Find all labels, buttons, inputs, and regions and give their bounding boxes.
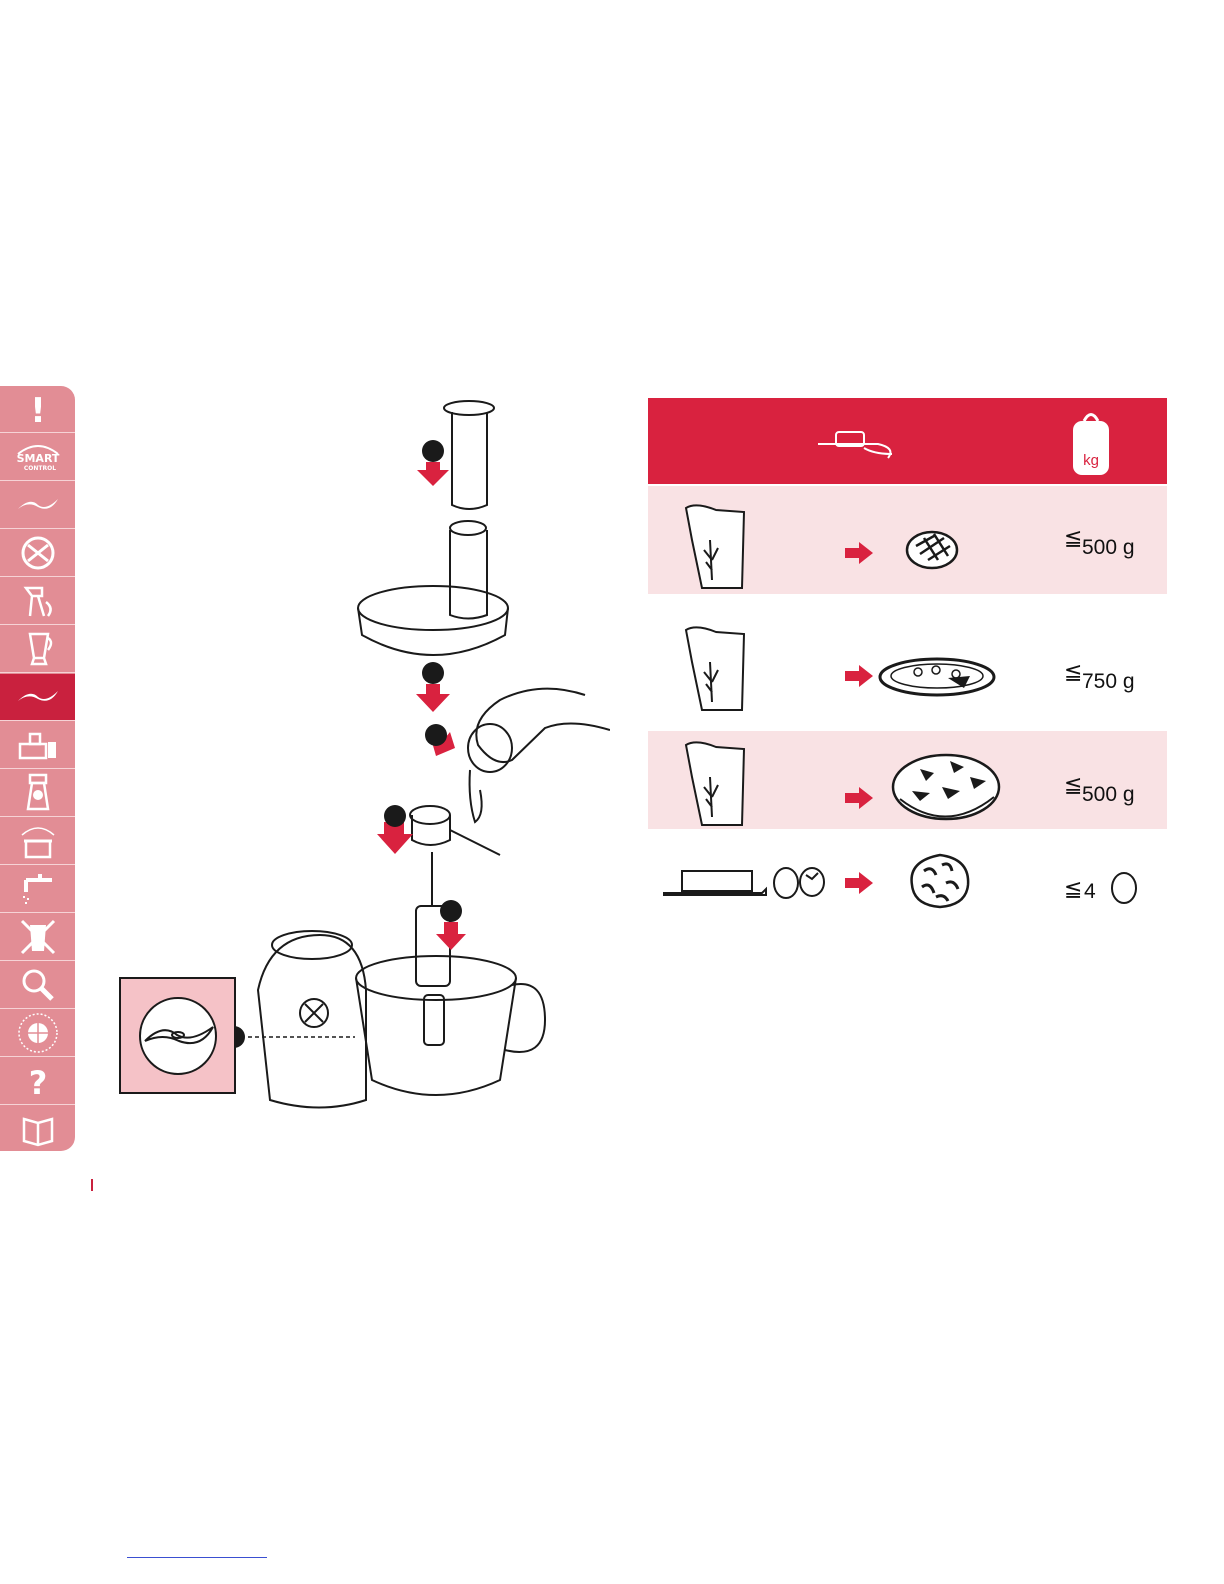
- sidebar-item-disc[interactable]: [0, 530, 75, 577]
- storage-icon: [16, 821, 60, 861]
- quantity: 4: [1084, 880, 1096, 904]
- less-equal-symbol: ≦: [1064, 528, 1082, 550]
- arrow-icon: [845, 665, 873, 687]
- tap-icon: [18, 870, 58, 908]
- svg-text:!: !: [30, 392, 46, 426]
- crossed-bin-icon: [18, 917, 58, 957]
- quantity: 500 g: [1082, 783, 1135, 807]
- flour-bag-icon: [682, 622, 748, 714]
- page-marker: [91, 1179, 93, 1191]
- table-row: ≦ 500 g: [648, 486, 1167, 594]
- table-row: ≦ 500 g: [648, 731, 1167, 829]
- sidebar-item-juicer[interactable]: [0, 770, 75, 817]
- juicer-icon: [22, 773, 54, 813]
- bread-icon: [904, 526, 960, 570]
- footer-line: [127, 1557, 267, 1558]
- pizza-icon: [878, 656, 996, 698]
- magnifier-icon: [20, 967, 56, 1003]
- table-header: kg: [648, 398, 1167, 484]
- egg-icon: [1109, 871, 1139, 905]
- sidebar-item-blender[interactable]: [0, 626, 75, 673]
- svg-text:?: ?: [28, 1064, 47, 1099]
- less-equal-symbol: ≦: [1064, 775, 1082, 797]
- svg-text:SMART: SMART: [16, 452, 59, 465]
- pie-icon: [890, 751, 1002, 823]
- kneading-tool-icon: [818, 432, 892, 458]
- blade-icon: [16, 495, 60, 515]
- flour-bag-icon: [682, 500, 748, 590]
- flour-bag-icon: [682, 737, 748, 829]
- book-icon: [20, 1113, 56, 1147]
- globe-guarantee-icon: [16, 1011, 60, 1055]
- kneading-blade-icon: [121, 979, 234, 1092]
- sidebar-item-guarantee[interactable]: [0, 1010, 75, 1057]
- weight-icon: kg: [1073, 415, 1109, 476]
- kneading-blade-icon: [16, 687, 60, 707]
- sidebar-item-troubleshooting[interactable]: [0, 962, 75, 1009]
- table-row: ≦ 4: [648, 845, 1167, 915]
- sidebar-item-blade[interactable]: [0, 482, 75, 529]
- table-row: ≦ 750 g: [648, 614, 1167, 722]
- sidebar-item-storage[interactable]: [0, 818, 75, 865]
- blade-detail-inset: [119, 977, 236, 1094]
- sidebar-item-whisk[interactable]: [0, 578, 75, 625]
- less-equal-symbol: ≦: [1064, 879, 1082, 901]
- arrow-icon: [845, 872, 873, 894]
- quantity: 750 g: [1082, 670, 1135, 694]
- cake-icon: [906, 851, 974, 909]
- smart-control-icon: SMART CONTROL: [14, 440, 62, 474]
- svg-text:kg: kg: [1083, 452, 1099, 469]
- butter-eggs-icon: [662, 865, 830, 903]
- sidebar-item-manual[interactable]: [0, 1106, 75, 1151]
- whisk-icon: [20, 582, 56, 620]
- sidebar-item-warning[interactable]: !: [0, 386, 75, 433]
- warning-icon: !: [23, 392, 53, 426]
- slicer-icon: [16, 728, 60, 762]
- sidebar-item-dough-kneading[interactable]: [0, 674, 75, 721]
- arrow-icon: [845, 787, 873, 809]
- sidebar-item-help[interactable]: ?: [0, 1058, 75, 1105]
- disc-icon: [20, 535, 56, 571]
- svg-text:CONTROL: CONTROL: [23, 465, 55, 472]
- sidebar-nav: ! SMART CONTROL ?: [0, 386, 75, 1151]
- sidebar-item-cleaning[interactable]: [0, 866, 75, 913]
- question-icon: ?: [23, 1063, 53, 1099]
- arrow-icon: [845, 542, 873, 564]
- blender-icon: [22, 630, 54, 668]
- sidebar-item-disposal[interactable]: [0, 914, 75, 961]
- quantity: 500 g: [1082, 536, 1135, 560]
- sidebar-item-smart-control[interactable]: SMART CONTROL: [0, 434, 75, 481]
- less-equal-symbol: ≦: [1064, 662, 1082, 684]
- sidebar-item-slicer[interactable]: [0, 722, 75, 769]
- table-header-icons: kg: [648, 398, 1167, 484]
